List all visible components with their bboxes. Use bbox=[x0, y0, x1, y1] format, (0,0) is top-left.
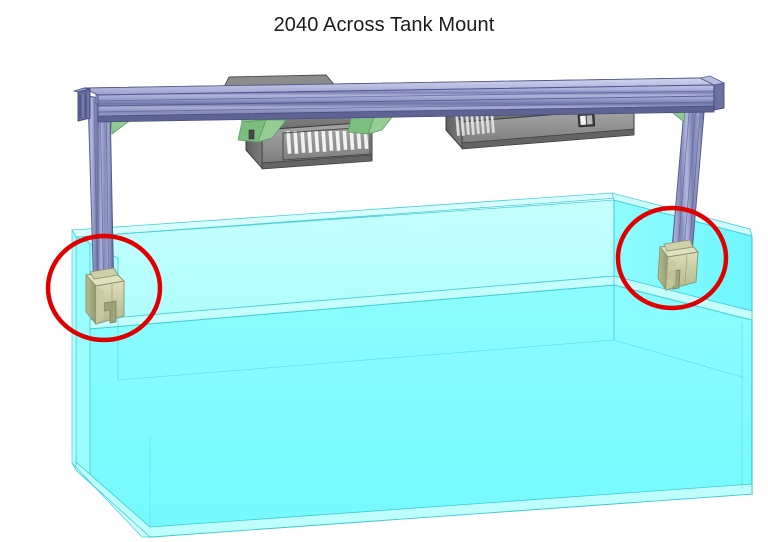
tank-bottom-left-corner bbox=[71, 462, 151, 538]
frame-cross-rail bbox=[72, 75, 726, 123]
tank-seam-right-inner bbox=[613, 339, 746, 379]
tank-seam-front-inner bbox=[117, 339, 615, 381]
right-mount-highlight-circle bbox=[615, 205, 729, 311]
frame-left-post-groove-2 bbox=[99, 99, 105, 301]
right-clamp-seam bbox=[684, 254, 688, 284]
tank-front-left-edge bbox=[75, 236, 91, 477]
rail-groove-1 bbox=[97, 90, 715, 102]
right-fixture-bottom-lip bbox=[461, 128, 635, 150]
left-fixture-side-port bbox=[248, 129, 255, 140]
rail-bottom-edge bbox=[97, 105, 715, 123]
rail-left-end-cap bbox=[72, 87, 91, 122]
rail-groove-2 bbox=[97, 95, 715, 107]
page-title: 2040 Across Tank Mount bbox=[273, 14, 495, 36]
annotation-layer bbox=[45, 205, 729, 343]
tank-left-wall bbox=[71, 228, 77, 472]
left-clamp-inner-shade bbox=[96, 286, 104, 324]
frame-left-post-groove-3 bbox=[105, 99, 110, 301]
left-fixture-vent-slots bbox=[286, 131, 369, 154]
right-fixture-switch[interactable] bbox=[577, 112, 596, 128]
right-rim-clamp bbox=[657, 239, 699, 292]
frame-left-post-groove-1 bbox=[93, 98, 99, 301]
right-clamp-inner-shade bbox=[666, 257, 676, 290]
glass-tank bbox=[71, 192, 753, 538]
left-clamp-collar bbox=[89, 267, 119, 280]
left-fixture-vent-frame bbox=[282, 126, 371, 161]
rail-groove-3 bbox=[97, 101, 715, 113]
left-mount-highlight-circle bbox=[45, 233, 163, 343]
left-rim-clamp bbox=[85, 267, 125, 326]
left-fixture-bottom-lip bbox=[261, 154, 373, 170]
rail-right-end-cap bbox=[698, 75, 726, 111]
right-clamp-collar bbox=[663, 239, 694, 252]
